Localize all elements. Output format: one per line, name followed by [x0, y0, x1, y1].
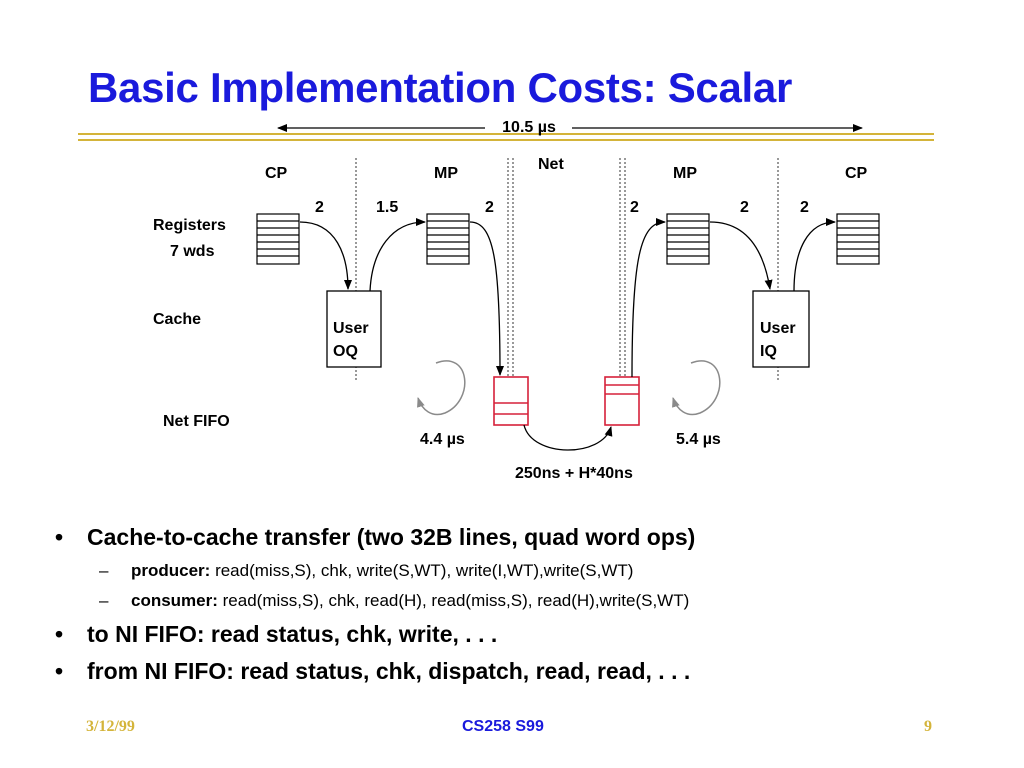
net-fifo-right	[604, 376, 640, 426]
row-label-net-fifo: Net FIFO	[163, 413, 230, 430]
user-oq-box	[326, 290, 382, 368]
column-mp-left: MP	[434, 165, 458, 182]
time-left-label: 4.4 µs	[420, 431, 465, 448]
register-stack-mp-left	[426, 213, 470, 265]
bullet-text: Cache-to-cache transfer (two 32B lines, …	[87, 524, 696, 550]
dash-marker: –	[99, 591, 109, 610]
bullet-marker: •	[55, 658, 64, 684]
cost-mp-receive: 2	[630, 199, 639, 216]
time-net-label: 250ns + H*40ns	[515, 465, 633, 482]
row-label-cache: Cache	[153, 311, 202, 328]
bullet-item: • to NI FIFO: read status, chk, write, . …	[55, 621, 995, 648]
cost-cp-send: 2	[315, 199, 324, 216]
title-rule-top	[78, 133, 934, 135]
register-stack-cp-right	[836, 213, 880, 265]
bullet-marker: •	[55, 524, 64, 550]
title-rule-bottom	[78, 139, 934, 141]
column-cp-right: CP	[845, 165, 868, 182]
column-mp-right: MP	[673, 165, 697, 182]
user-iq-line2: IQ	[760, 343, 777, 360]
cost-oq-read: 1.5	[376, 199, 399, 216]
bullet-text: from NI FIFO: read status, chk, dispatch…	[87, 658, 691, 684]
cost-iq-write: 2	[740, 199, 749, 216]
dash-marker: –	[99, 561, 109, 580]
arrow-oq-to-mp	[369, 218, 426, 292]
column-cp-left: CP	[265, 165, 288, 182]
row-label-registers-size: 7 wds	[170, 243, 215, 260]
register-stack-mp-right	[666, 213, 710, 265]
bullet-text: to NI FIFO: read status, chk, write, . .…	[87, 621, 498, 647]
loop-left	[417, 360, 466, 416]
network-cost-diagram	[256, 124, 880, 451]
bullet-item: • Cache-to-cache transfer (two 32B lines,…	[55, 524, 995, 551]
arrow-fifo-to-mp	[631, 218, 666, 378]
sub-bullet-label: consumer:	[131, 591, 218, 610]
arrow-net-transfer	[523, 424, 613, 451]
arrow-iq-to-cp	[793, 218, 836, 292]
sub-bullet-text: read(miss,S), chk, write(S,WT), write(I,…	[210, 561, 634, 580]
bullet-item: • from NI FIFO: read status, chk, dispatc…	[55, 658, 995, 685]
sub-bullet-label: producer:	[131, 561, 211, 580]
user-iq-line1: User	[760, 320, 796, 337]
bullet-marker: •	[55, 621, 64, 647]
footer-course: CS258 S99	[462, 718, 544, 735]
net-label: Net	[538, 156, 564, 173]
arrow-mp-to-fifo	[469, 221, 504, 376]
arrow-cp-to-oq	[299, 221, 352, 290]
cost-cp-receive: 2	[800, 199, 809, 216]
row-label-registers: Registers	[153, 217, 226, 234]
sub-bullet-item: – producer: read(miss,S), chk, write(S,WT…	[55, 561, 995, 581]
cost-mp-send: 2	[485, 199, 494, 216]
loop-right	[672, 360, 721, 416]
total-time-label: 10.5 µs	[502, 119, 556, 136]
user-oq-line2: OQ	[333, 343, 358, 360]
arrow-mp-to-iq	[709, 221, 773, 290]
sub-bullet-item: – consumer: read(miss,S), chk, read(H), r…	[55, 591, 995, 611]
user-iq-box	[752, 290, 810, 368]
footer-page-number: 9	[924, 718, 932, 735]
footer-date: 3/12/99	[86, 718, 135, 735]
user-oq-line1: User	[333, 320, 369, 337]
time-right-label: 5.4 µs	[676, 431, 721, 448]
sub-bullet-text: read(miss,S), chk, read(H), read(miss,S)…	[217, 591, 690, 610]
register-stack-cp-left	[256, 213, 300, 265]
bullet-list: • Cache-to-cache transfer (two 32B lines,…	[55, 524, 995, 685]
slide-title: Basic Implementation Costs: Scalar	[88, 64, 793, 111]
net-fifo-left	[493, 376, 529, 426]
